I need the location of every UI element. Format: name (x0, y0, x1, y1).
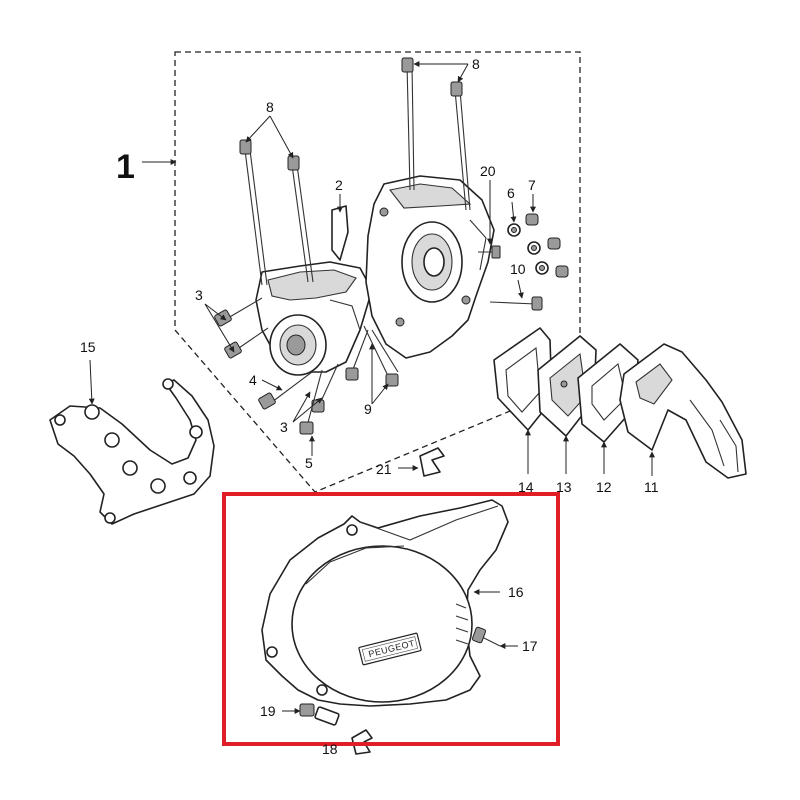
callout-10: 10 (510, 261, 526, 277)
intake-manifold-11 (619, 343, 747, 479)
callout-leaders (88, 61, 655, 714)
gasket-2 (331, 205, 349, 261)
brand-plate (358, 632, 422, 666)
callout-13: 13 (556, 479, 572, 495)
callout-12: 12 (596, 479, 612, 495)
crankcase-group-boundary (174, 51, 581, 493)
callout-14: 14 (518, 479, 534, 495)
callout-20: 20 (480, 163, 496, 179)
callout-3b: 3 (280, 419, 288, 435)
small-fasteners (478, 213, 569, 311)
callout-6: 6 (507, 185, 515, 201)
callout-17: 17 (522, 638, 538, 654)
callout-21: 21 (376, 461, 392, 477)
callout-8a: 8 (266, 99, 274, 115)
studs-left (239, 139, 314, 286)
callout-16: 16 (508, 584, 524, 600)
callout-15: 15 (80, 339, 96, 355)
crankcase-right-half (365, 175, 495, 359)
gasket-14 (493, 327, 553, 431)
studs-right (401, 57, 471, 211)
callout-5: 5 (305, 455, 313, 471)
callout-2: 2 (335, 177, 343, 193)
crankcase-bolts (214, 297, 399, 435)
callout-4: 4 (249, 372, 257, 388)
crankcase-left-half (255, 205, 373, 376)
highlight-frame (222, 492, 560, 746)
callout-3a: 3 (195, 287, 203, 303)
flywheel-cover-16: PEUGEOT (261, 499, 509, 707)
screw-19 (299, 703, 340, 726)
callout-8b: 8 (472, 56, 480, 72)
engine-mount-bracket (49, 378, 215, 525)
callout-11: 11 (644, 479, 659, 495)
callout-9: 9 (364, 401, 372, 417)
callout-7: 7 (528, 177, 536, 193)
cover-screw-17 (471, 626, 501, 647)
callout-18: 18 (322, 741, 338, 757)
callout-19: 19 (260, 703, 276, 719)
callout-1: 1 (116, 148, 135, 186)
clip-21 (419, 447, 445, 477)
